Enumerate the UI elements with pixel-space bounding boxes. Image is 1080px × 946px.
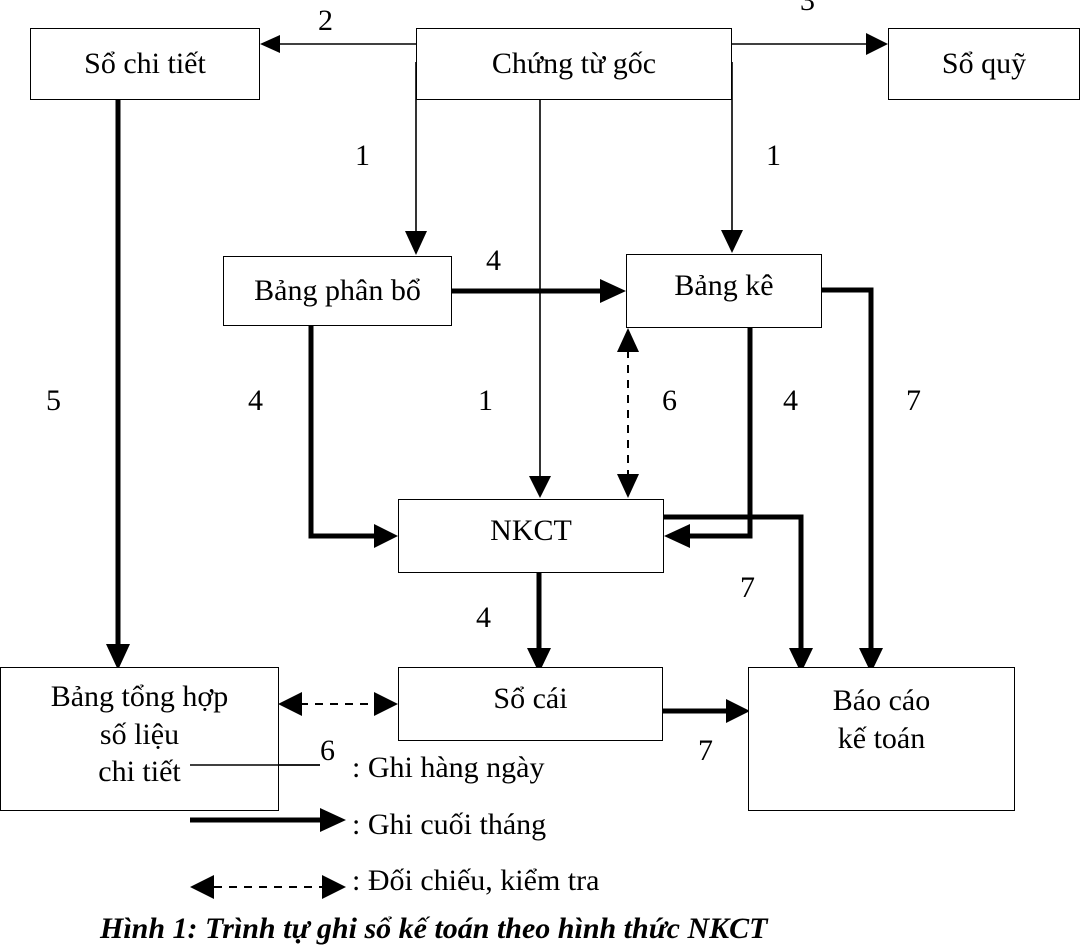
arrowhead	[664, 524, 690, 548]
edge-label: 7	[906, 384, 921, 417]
node-label: Sổ cái	[493, 682, 568, 715]
edge-label: 6	[320, 734, 335, 767]
arrowhead	[374, 692, 398, 716]
legend-daily: : Ghi hàng ngày	[352, 751, 545, 784]
arrowhead	[320, 808, 346, 832]
edge-label: 1	[478, 384, 493, 417]
edge-label: 3	[800, 0, 815, 17]
node-bang-ke: Bảng kê	[626, 254, 822, 328]
node-bang-phan-bo: Bảng phân bổ	[223, 256, 452, 326]
arrowhead	[721, 230, 743, 253]
arrowhead	[600, 279, 626, 303]
edge-label: 4	[486, 244, 501, 277]
legend-check: : Đối chiếu, kiểm tra	[352, 864, 600, 897]
node-label: Sổ quỹ	[941, 47, 1027, 81]
node-label-line3: chi tiết	[98, 755, 181, 788]
arrowhead	[529, 476, 551, 498]
check-connectors	[214, 350, 629, 888]
arrowhead	[617, 474, 639, 498]
node-label: Bảng phân bổ	[254, 274, 421, 308]
edge-label: 2	[318, 4, 333, 37]
arrowhead	[260, 35, 280, 53]
node-label: Sổ chi tiết	[84, 47, 206, 81]
node-nkct: NKCT	[398, 499, 664, 573]
edge-nkct-to-bcao	[664, 514, 804, 650]
node-chung-tu-goc: Chứng từ gốc	[416, 28, 732, 100]
arrowhead	[278, 692, 302, 716]
edge-label: 6	[662, 384, 677, 417]
arrowhead	[106, 644, 130, 670]
node-label: Bảng kê	[674, 269, 774, 302]
edge-label: 7	[698, 734, 713, 767]
arrowhead	[190, 875, 214, 899]
arrowhead	[617, 328, 639, 352]
arrowhead	[789, 648, 813, 673]
node-so-cai: Sổ cái	[398, 667, 663, 741]
node-so-chi-tiet: Sổ chi tiết	[30, 28, 260, 100]
check-arrowheads	[190, 328, 639, 899]
node-label-line1: Bảng tổng hợp	[50, 680, 229, 713]
arrowhead	[374, 524, 398, 548]
node-so-quy: Sổ quỹ	[888, 28, 1080, 100]
node-label-line2: số liệu	[99, 717, 180, 751]
legend-month-end: : Ghi cuối tháng	[352, 808, 547, 841]
edge-label: 4	[248, 384, 263, 417]
edge-label: 1	[766, 139, 781, 172]
arrowhead	[726, 699, 750, 723]
arrowhead	[866, 33, 888, 55]
arrowhead	[527, 648, 551, 673]
node-label: Chứng từ gốc	[491, 47, 657, 81]
edge-label: 4	[476, 601, 491, 634]
node-label: NKCT	[490, 514, 572, 547]
daily-arrowheads	[260, 33, 888, 498]
arrowhead	[859, 648, 883, 673]
figure-caption: Hình 1: Trình tự ghi sổ kế toán theo hìn…	[100, 912, 768, 945]
node-bao-cao-ke-toan: Báo cáo kế toán	[748, 667, 1015, 811]
month-end-arrowheads	[106, 279, 883, 832]
month-end-connectors	[115, 99, 874, 823]
edge-label: 1	[355, 139, 370, 172]
edge-bke-to-bcao	[822, 287, 874, 650]
edge-bpb-to-nkct	[308, 325, 378, 539]
node-bang-tong-hop: Bảng tổng hợp số liệu chi tiết	[0, 667, 279, 811]
edge-bke-to-nkct	[686, 327, 753, 539]
edge-label: 4	[783, 384, 798, 417]
edge-label: 7	[740, 571, 755, 604]
node-label-line2: kế toán	[837, 721, 926, 755]
edge-label: 5	[46, 384, 61, 417]
node-label-line1: Báo cáo	[832, 684, 931, 717]
arrowhead	[322, 875, 346, 899]
arrowhead	[405, 231, 427, 255]
